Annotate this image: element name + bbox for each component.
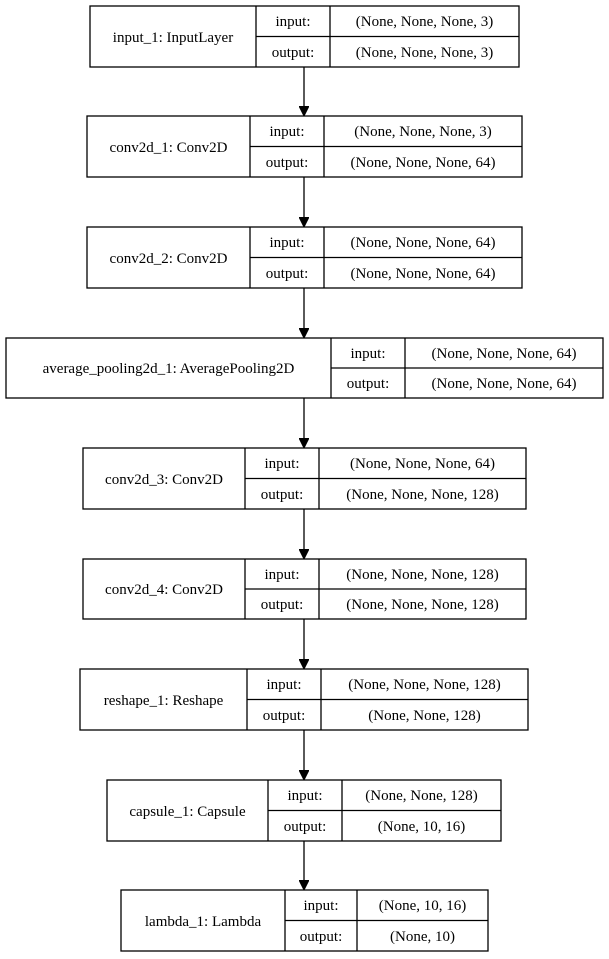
input-shape: (None, None, None, 128) (348, 677, 500, 693)
layer-node-conv2d_3: conv2d_3: Conv2D input: output: (None, N… (82, 447, 527, 510)
layer-name: lambda_1: Lambda (145, 914, 262, 930)
output-shape: (None, None, None, 64) (351, 266, 496, 282)
layer-node-input_1: input_1: InputLayer input: output: (None… (89, 5, 520, 68)
input-shape: (None, None, None, 64) (350, 456, 495, 472)
output-label: output: (300, 929, 343, 945)
layer-name: capsule_1: Capsule (129, 804, 246, 820)
output-shape: (None, None, None, 3) (356, 45, 493, 61)
input-label: input: (269, 235, 304, 251)
layer-node-reshape_1: reshape_1: Reshape input: output: (None,… (79, 668, 529, 731)
input-label: input: (264, 456, 299, 472)
input-shape: (None, None, 128) (365, 788, 477, 804)
layer-name: input_1: InputLayer (113, 30, 233, 46)
output-shape: (None, 10, 16) (378, 819, 465, 835)
input-shape: (None, None, None, 3) (356, 14, 493, 30)
output-label: output: (266, 266, 309, 282)
output-label: output: (272, 45, 315, 61)
input-shape: (None, None, None, 64) (432, 346, 577, 362)
input-label: input: (275, 14, 310, 30)
output-shape: (None, 10) (390, 929, 455, 945)
input-shape: (None, 10, 16) (379, 898, 466, 914)
input-label: input: (264, 567, 299, 583)
layer-node-lambda_1: lambda_1: Lambda input: output: (None, 1… (120, 889, 489, 952)
output-label: output: (266, 155, 309, 171)
layer-node-capsule_1: capsule_1: Capsule input: output: (None,… (106, 779, 502, 842)
output-label: output: (261, 487, 304, 503)
output-label: output: (263, 708, 306, 724)
input-label: input: (269, 124, 304, 140)
input-label: input: (266, 677, 301, 693)
layer-name: reshape_1: Reshape (104, 693, 224, 709)
layer-node-average_pooling2d_1: average_pooling2d_1: AveragePooling2D in… (5, 337, 604, 399)
layer-name: conv2d_1: Conv2D (110, 140, 228, 156)
output-shape: (None, None, None, 128) (346, 597, 498, 613)
layer-name: average_pooling2d_1: AveragePooling2D (43, 361, 295, 377)
input-label: input: (287, 788, 322, 804)
output-shape: (None, None, None, 128) (346, 487, 498, 503)
input-label: input: (303, 898, 338, 914)
layer-name: conv2d_4: Conv2D (105, 582, 223, 598)
layer-node-conv2d_2: conv2d_2: Conv2D input: output: (None, N… (86, 226, 523, 289)
input-shape: (None, None, None, 64) (351, 235, 496, 251)
output-label: output: (261, 597, 304, 613)
output-shape: (None, None, 128) (368, 708, 480, 724)
layer-name: conv2d_3: Conv2D (105, 472, 223, 488)
output-shape: (None, None, None, 64) (351, 155, 496, 171)
input-shape: (None, None, None, 3) (354, 124, 491, 140)
layer-node-conv2d_1: conv2d_1: Conv2D input: output: (None, N… (86, 115, 523, 178)
output-label: output: (284, 819, 327, 835)
layer-name: conv2d_2: Conv2D (110, 251, 228, 267)
output-label: output: (347, 376, 390, 392)
output-shape: (None, None, None, 64) (432, 376, 577, 392)
input-label: input: (350, 346, 385, 362)
input-shape: (None, None, None, 128) (346, 567, 498, 583)
layer-node-conv2d_4: conv2d_4: Conv2D input: output: (None, N… (82, 558, 527, 620)
